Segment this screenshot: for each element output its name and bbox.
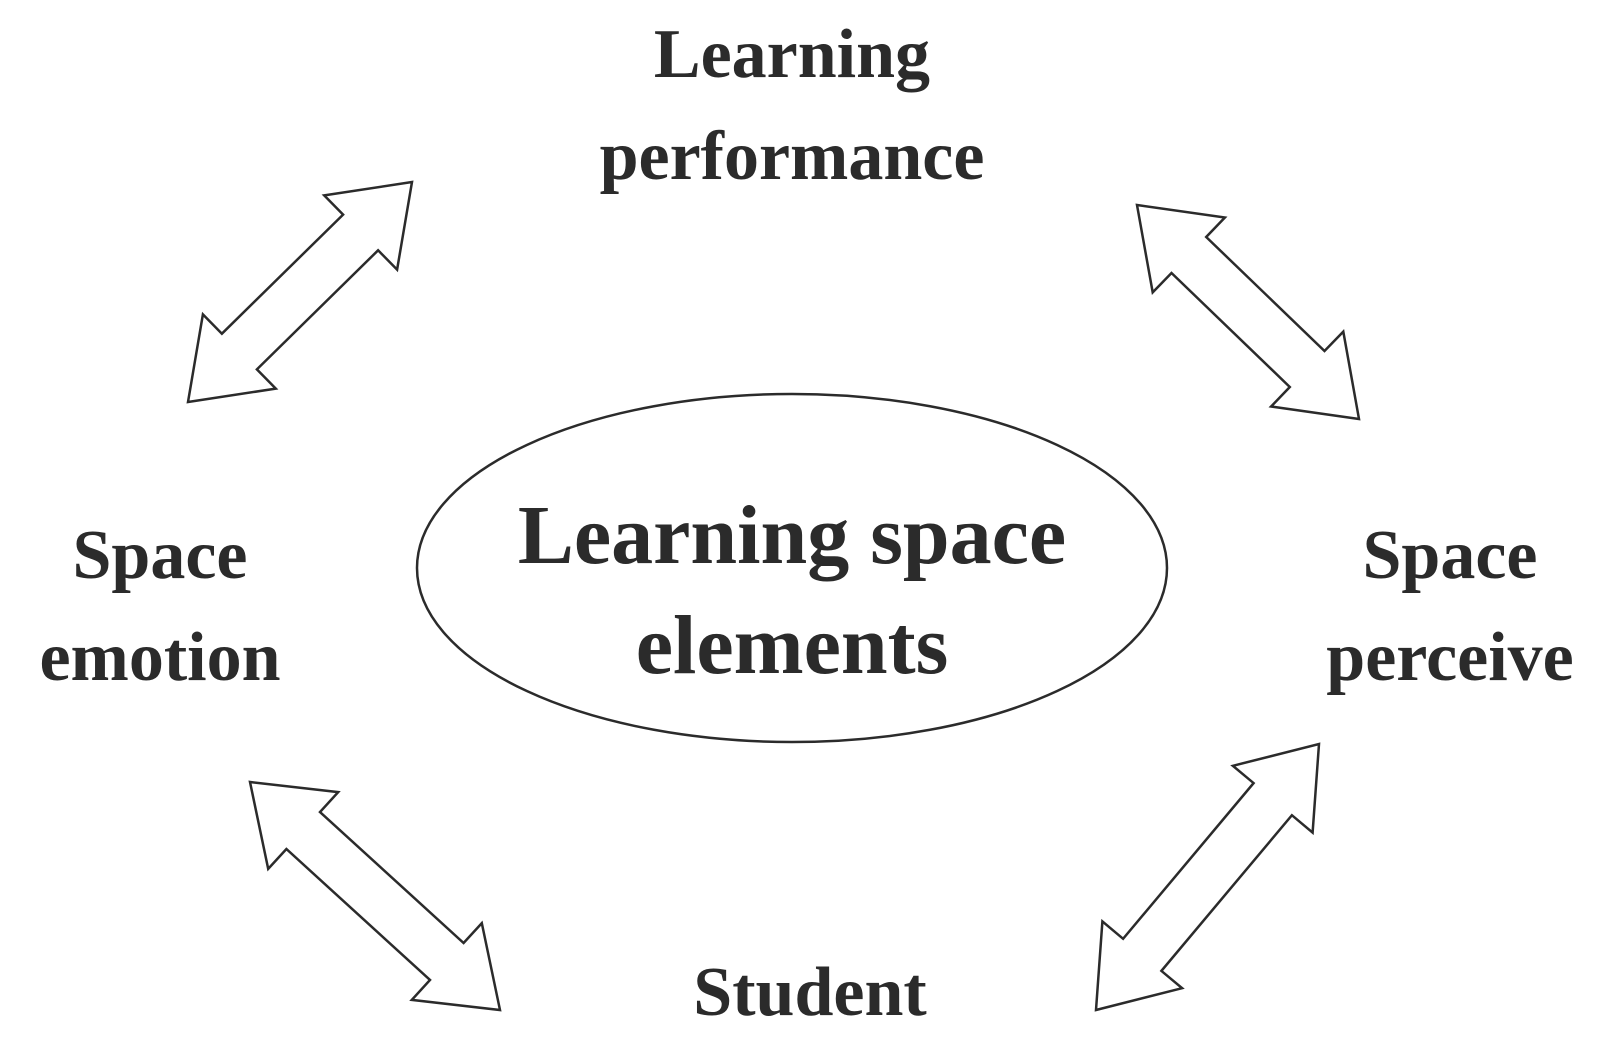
left-label-line1: Space [73,517,248,594]
top-label-line2: performance [600,118,985,195]
top-label-line1: Learning [654,16,930,93]
center-label-line1: Learning space [518,489,1066,582]
right-label-line2: perceive [1326,619,1573,696]
arrow-performance-perceive [1135,203,1361,421]
arrow-emotion-student [248,780,502,1012]
center-label-line2: elements [636,599,949,692]
right-label-line1: Space [1363,517,1538,594]
center-ellipse [415,392,1169,744]
bottom-label: Student [693,954,926,1031]
arrows-group [186,180,1361,1012]
arrow-emotion-performance [186,180,414,404]
arrow-student-perceive [1094,742,1321,1012]
left-label-line2: emotion [39,619,280,696]
